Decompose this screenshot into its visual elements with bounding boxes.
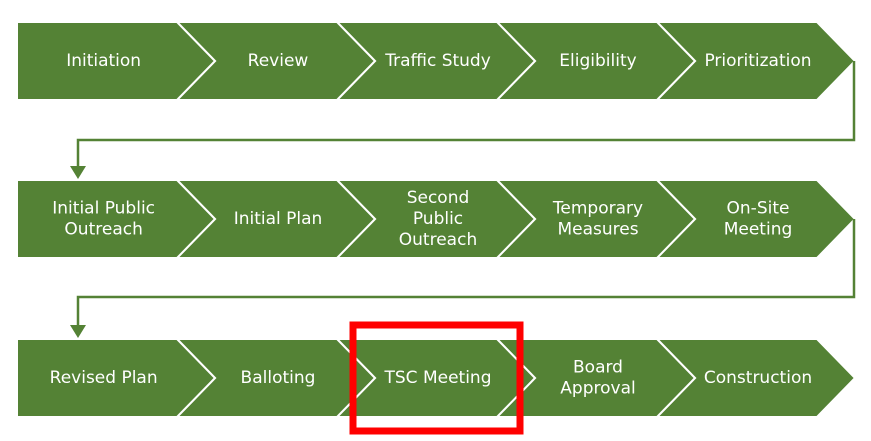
step-label-tsc-meeting: TSC Meeting (384, 368, 492, 388)
step-label-initial-plan: Initial Plan (234, 209, 323, 229)
step-shape-revised-plan (16, 338, 217, 418)
step-balloting: Balloting (174, 338, 377, 418)
step-label-initial-public-outreach-line-1: Initial Public (52, 199, 155, 219)
step-label-construction: Construction (704, 368, 812, 388)
arrow-down-icon (70, 325, 86, 338)
step-label-initial-public-outreach-line-2: Outreach (64, 220, 142, 240)
step-label-board-approval-line-1: Board (573, 358, 623, 378)
process-row-1: Prioritization Eligibility Traffic Study Re… (16, 21, 857, 101)
step-eligibility: Eligibility (494, 21, 697, 101)
step-label-second-public-outreach-line-3: Outreach (399, 230, 477, 250)
connector-line (76, 219, 856, 327)
connector-line (76, 61, 856, 168)
step-label-prioritization: Prioritization (704, 51, 811, 71)
step-label-balloting: Balloting (241, 368, 316, 388)
step-shape-initial-public-outreach (16, 179, 217, 259)
connector-row-1-to-2 (70, 61, 856, 179)
step-label-initiation: Initiation (66, 51, 141, 71)
step-label-revised-plan: Revised Plan (50, 368, 158, 388)
step-prioritization: Prioritization (654, 21, 857, 101)
step-label-temporary-measures-line-2: Measures (557, 220, 638, 240)
step-label-board-approval-line-2: Approval (560, 379, 635, 399)
step-label-on-site-meeting-line-1: On-Site (727, 199, 790, 219)
step-label-traffic-study: Traffic Study (384, 51, 491, 71)
step-label-second-public-outreach-line-2: Public (413, 209, 463, 229)
step-label-second-public-outreach-line-1: Second (407, 188, 470, 208)
step-shape-initiation (16, 21, 217, 101)
step-revised-plan: Revised Plan (16, 338, 217, 418)
step-tsc-meeting: TSC Meeting (334, 338, 537, 418)
highlight-layer (349, 321, 524, 435)
step-label-review: Review (248, 51, 309, 71)
row-connectors (70, 61, 856, 338)
step-initial-plan: Initial Plan (174, 179, 377, 259)
process-row-2: On-SiteMeetingTemporaryMeasuresSecondPub… (16, 179, 857, 259)
highlight-box (349, 321, 524, 435)
step-label-eligibility: Eligibility (559, 51, 636, 71)
arrow-down-icon (70, 166, 86, 179)
step-label-on-site-meeting-line-2: Meeting (724, 220, 793, 240)
step-label-temporary-measures-line-1: Temporary (552, 199, 643, 219)
step-initiation: Initiation (16, 21, 217, 101)
connector-row-2-to-3 (70, 219, 856, 338)
